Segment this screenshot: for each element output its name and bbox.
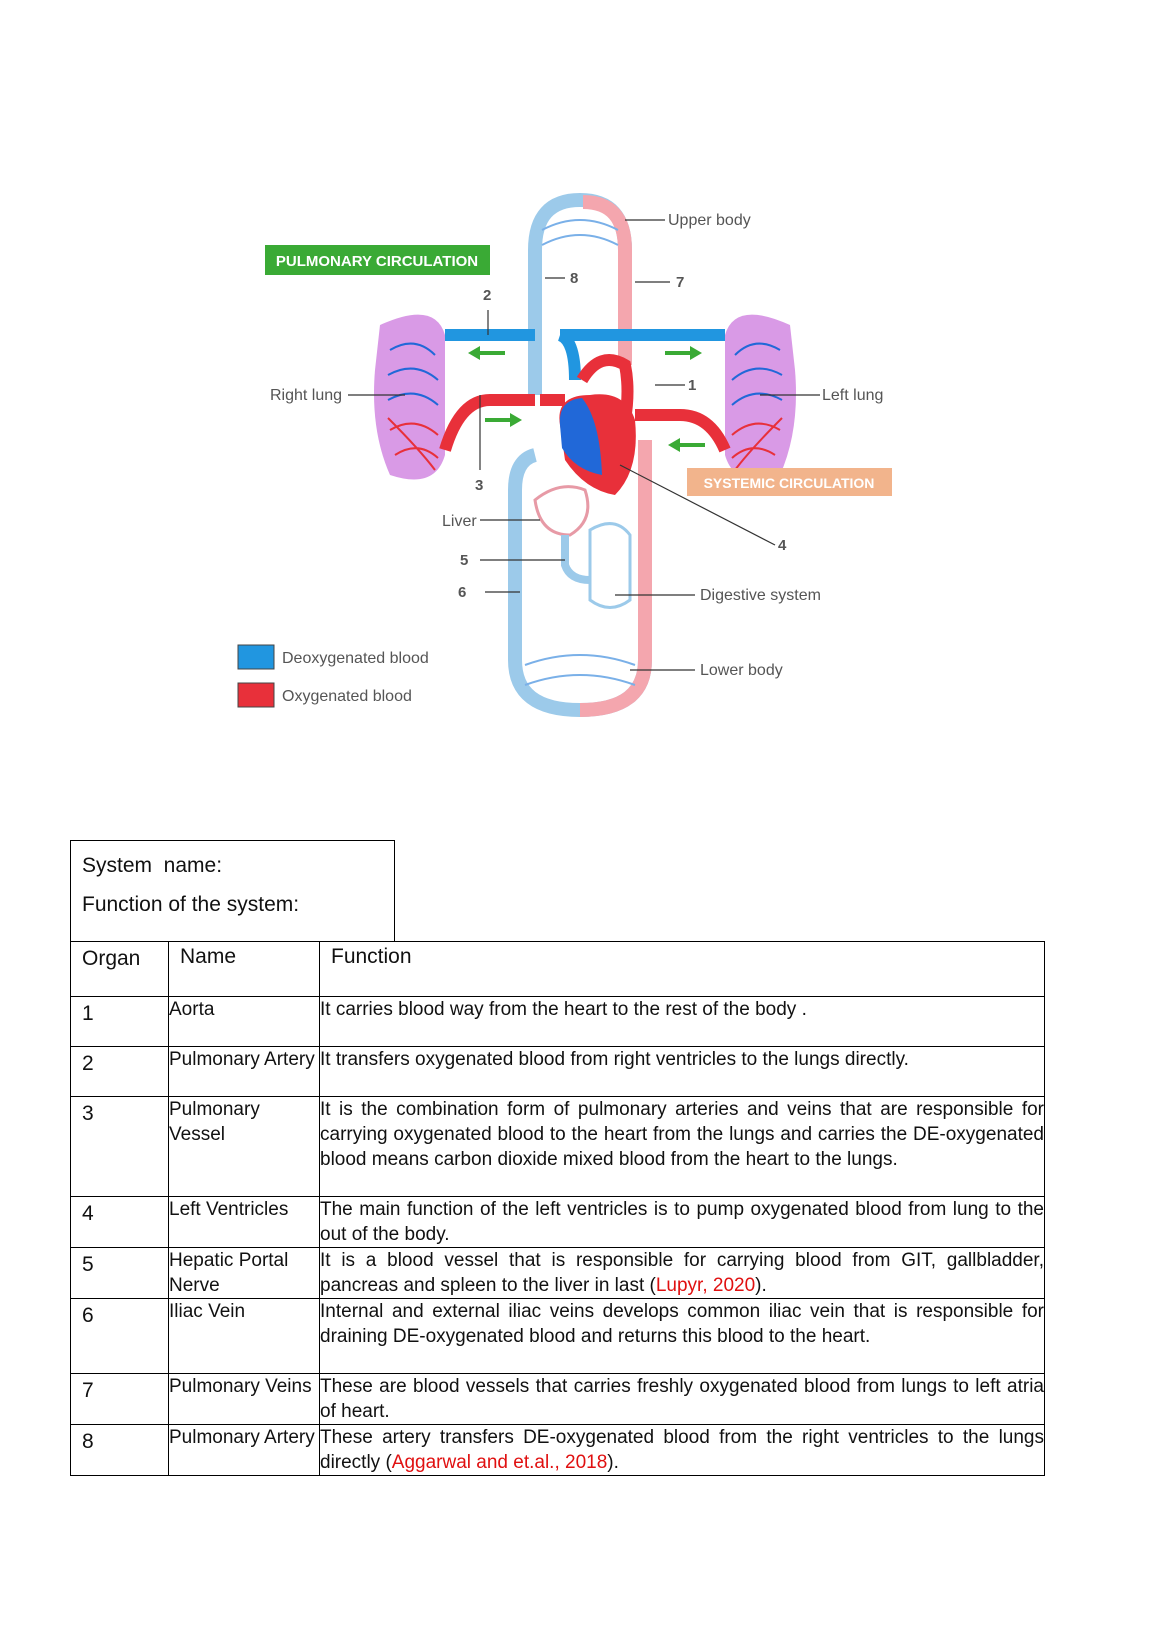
organ-number: 3 <box>70 1096 169 1197</box>
lower-body-capillaries <box>524 654 636 686</box>
citation-link[interactable]: Lupyr, 2020 <box>655 1275 756 1296</box>
leader-lines <box>348 219 820 671</box>
marker-6: 6 <box>458 584 466 601</box>
organ-number: 5 <box>70 1247 169 1299</box>
function-text: It transfers oxygenated blood from right… <box>320 1049 909 1070</box>
citation-tail: ). <box>755 1275 767 1296</box>
circulatory-system-diagram: PULMONARY CIRCULATION SYSTEMIC CIRCULATI… <box>230 190 990 780</box>
organ-name: Hepatic Portal Nerve <box>168 1247 320 1299</box>
upper-body-capillaries <box>541 219 619 246</box>
flow-arrows <box>468 346 705 452</box>
function-text: It is a blood vessel that is responsible… <box>320 1250 1044 1296</box>
marker-4: 4 <box>778 537 787 554</box>
organ-name: Pulmonary Artery <box>168 1424 320 1476</box>
left-lung-vessels <box>731 342 783 471</box>
systemic-circulation-title: SYSTEMIC CIRCULATION <box>704 475 875 491</box>
organ-function: These artery transfers DE-oxygenated blo… <box>319 1424 1045 1476</box>
function-text: It is the combination form of pulmonary … <box>320 1099 1044 1170</box>
legend-label-deoxygenated: Deoxygenated blood <box>282 650 429 667</box>
function-text: Internal and external iliac veins develo… <box>320 1301 1044 1347</box>
marker-7: 7 <box>676 274 684 291</box>
organ-name: Aorta <box>168 996 320 1047</box>
header-name: Name <box>168 941 320 997</box>
organ-function: It carries blood way from the heart to t… <box>319 996 1045 1047</box>
organ-number: 6 <box>70 1298 169 1374</box>
function-text: It carries blood way from the heart to t… <box>320 999 807 1020</box>
function-text: The main function of the left ventricles… <box>320 1199 1044 1245</box>
organ-name: Left Ventricles <box>168 1196 320 1248</box>
systemic-circulation-badge: SYSTEMIC CIRCULATION <box>687 468 892 496</box>
organ-function: The main function of the left ventricles… <box>319 1196 1045 1248</box>
marker-5: 5 <box>460 552 468 569</box>
hepatic-portal-vessel <box>561 535 591 584</box>
pulmonary-circulation-title: PULMONARY CIRCULATION <box>276 253 478 270</box>
right-lung-vessels <box>387 342 439 471</box>
organ-function: It is a blood vessel that is responsible… <box>319 1247 1045 1299</box>
function-text: These artery transfers DE-oxygenated blo… <box>320 1427 1044 1473</box>
legend: Deoxygenated blood Oxygenated blood <box>237 644 429 708</box>
circulation-illustration: PULMONARY CIRCULATION SYSTEMIC CIRCULATI… <box>237 192 892 718</box>
organ-name: Iliac Vein <box>168 1298 320 1374</box>
liver-label: Liver <box>442 513 477 530</box>
header-organ: Organ <box>70 941 169 997</box>
right-lung-label: Right lung <box>270 387 342 404</box>
marker-1: 1 <box>688 377 696 394</box>
left-lung-label: Left lung <box>822 387 883 404</box>
organ-function: These are blood vessels that carries fre… <box>319 1373 1045 1425</box>
organ-number: 7 <box>70 1373 169 1425</box>
liver-capillaries <box>533 485 590 537</box>
citation-link[interactable]: Aggarwal and et.al., 2018 <box>391 1452 608 1473</box>
marker-2: 2 <box>483 287 491 304</box>
organ-number: 2 <box>70 1046 169 1097</box>
pulmonary-vein-right-lung <box>439 394 535 452</box>
lower-body-label: Lower body <box>700 662 783 679</box>
system-info-box: System name: Function of the system: <box>70 840 395 941</box>
organ-name: Pulmonary Vessel <box>168 1096 320 1197</box>
organ-number: 8 <box>70 1424 169 1476</box>
marker-8: 8 <box>570 270 578 287</box>
organ-function: It is the combination form of pulmonary … <box>319 1096 1045 1197</box>
organ-number: 4 <box>70 1196 169 1248</box>
system-name-label: System name: <box>82 854 223 877</box>
pulmonary-circulation-badge: PULMONARY CIRCULATION <box>265 245 490 275</box>
organ-name: Pulmonary Artery <box>168 1046 320 1097</box>
organ-function: It transfers oxygenated blood from right… <box>319 1046 1045 1097</box>
upper-body-label: Upper body <box>668 212 751 229</box>
citation-tail: ). <box>607 1452 619 1473</box>
organ-number: 1 <box>70 996 169 1047</box>
table-header-row: Organ Name Function <box>70 941 1045 997</box>
organ-name: Pulmonary Veins <box>168 1373 320 1425</box>
legend-swatch-oxygenated <box>237 682 275 708</box>
pulmonary-vein-left-lung <box>635 409 731 453</box>
right-lung-shape <box>374 314 445 480</box>
header-function: Function <box>319 941 1045 997</box>
legend-label-oxygenated: Oxygenated blood <box>282 688 412 705</box>
legend-swatch-deoxygenated <box>237 644 275 670</box>
left-lung-shape <box>725 314 796 480</box>
function-text: These are blood vessels that carries fre… <box>320 1376 1044 1422</box>
marker-3: 3 <box>475 477 483 494</box>
system-function-label: Function of the system: <box>82 893 300 916</box>
organ-function: Internal and external iliac veins develo… <box>319 1298 1045 1374</box>
digestive-system-label: Digestive system <box>700 587 821 604</box>
digestive-capillaries <box>588 522 632 609</box>
